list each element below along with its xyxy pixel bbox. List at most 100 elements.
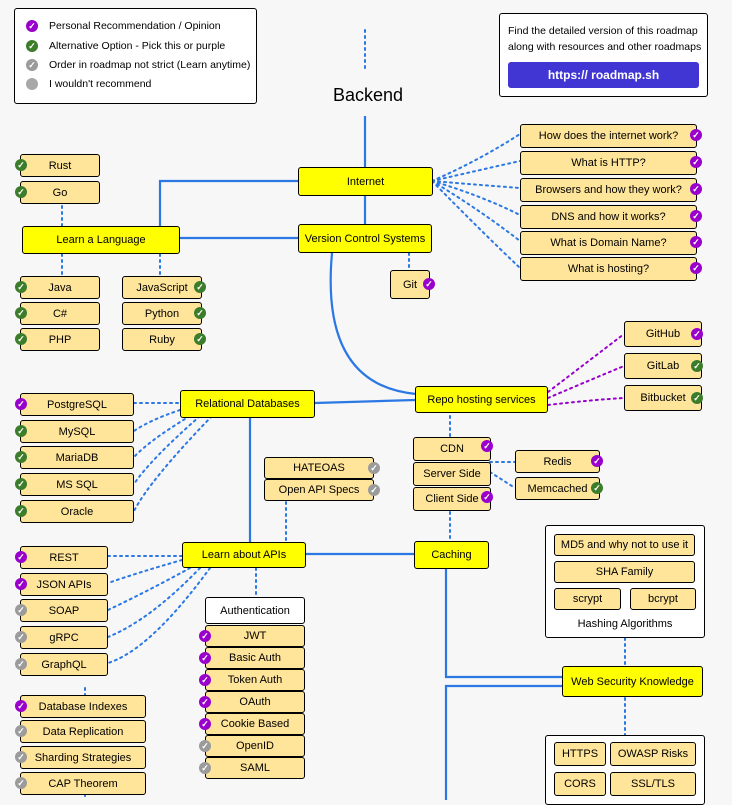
openapi-check-icon: ✓ xyxy=(368,484,380,496)
github-check-icon: ✓ xyxy=(691,328,703,340)
https-node[interactable]: HTTPS xyxy=(554,742,606,766)
owasp-node[interactable]: OWASP Risks xyxy=(610,742,696,766)
java-check-icon: ✓ xyxy=(15,281,27,293)
legend-personal-icon: ✓ xyxy=(26,20,38,32)
browsers-node[interactable]: Browsers and how they work? xyxy=(520,178,697,202)
database-indexes-node[interactable]: Database Indexes xyxy=(20,695,146,718)
learn-language-node[interactable]: Learn a Language xyxy=(22,226,180,254)
rest-node[interactable]: REST xyxy=(20,546,108,569)
ruby-node[interactable]: Ruby xyxy=(122,328,202,351)
python-node[interactable]: Python xyxy=(122,302,202,325)
mysql-node[interactable]: MySQL xyxy=(20,420,134,443)
dns-node[interactable]: DNS and how it works? xyxy=(520,205,697,229)
domain-name-node[interactable]: What is Domain Name? xyxy=(520,231,697,255)
relational-databases-node[interactable]: Relational Databases xyxy=(180,390,315,418)
redis-check-icon: ✓ xyxy=(591,455,603,467)
http-check-icon: ✓ xyxy=(690,156,702,168)
mysql-check-icon: ✓ xyxy=(15,425,27,437)
bitbucket-node[interactable]: Bitbucket xyxy=(624,385,702,411)
authentication-node[interactable]: Authentication xyxy=(205,597,305,624)
memcached-node[interactable]: Memcached xyxy=(515,477,600,500)
csharp-node[interactable]: C# xyxy=(20,302,100,325)
oauth-check-icon: ✓ xyxy=(199,696,211,708)
go-node[interactable]: Go xyxy=(20,181,100,204)
grpc-node[interactable]: gRPC xyxy=(20,626,108,649)
git-node[interactable]: Git xyxy=(390,270,430,299)
redis-node[interactable]: Redis xyxy=(515,450,600,473)
legend-panel xyxy=(14,8,257,104)
open-api-specs-node[interactable]: Open API Specs xyxy=(264,479,374,501)
rust-node[interactable]: Rust xyxy=(20,154,100,177)
legend-order-icon: ✓ xyxy=(26,59,38,71)
json-apis-node[interactable]: JSON APIs xyxy=(20,573,108,596)
gitlab-node[interactable]: GitLab xyxy=(624,353,702,379)
cors-node[interactable]: CORS xyxy=(554,772,606,796)
client-side-check-icon: ✓ xyxy=(481,491,493,503)
csharp-check-icon: ✓ xyxy=(15,307,27,319)
what-is-http-node[interactable]: What is HTTP? xyxy=(520,151,697,175)
go-check-icon: ✓ xyxy=(15,186,27,198)
web-security-node[interactable]: Web Security Knowledge xyxy=(562,666,703,697)
postgresql-check-icon: ✓ xyxy=(15,398,27,410)
internet-node[interactable]: Internet xyxy=(298,167,433,196)
bcrypt-node[interactable]: bcrypt xyxy=(630,588,696,610)
git-check-icon: ✓ xyxy=(423,278,435,290)
legend-order-label: Order in roadmap not strict (Learn anyti… xyxy=(49,59,251,71)
data-replication-node[interactable]: Data Replication xyxy=(20,720,146,743)
memcached-check-icon: ✓ xyxy=(591,482,603,494)
saml-node[interactable]: SAML xyxy=(205,757,305,779)
token-auth-node[interactable]: Token Auth xyxy=(205,669,305,691)
page-title: Backend xyxy=(333,85,404,105)
saml-check-icon: ✓ xyxy=(199,762,211,774)
legend-alternative-label: Alternative Option - Pick this or purple xyxy=(49,40,226,52)
openid-node[interactable]: OpenID xyxy=(205,735,305,757)
soap-node[interactable]: SOAP xyxy=(20,599,108,622)
postgresql-node[interactable]: PostgreSQL xyxy=(20,393,134,416)
openid-check-icon: ✓ xyxy=(199,740,211,752)
learn-apis-node[interactable]: Learn about APIs xyxy=(182,542,306,568)
gitlab-check-icon: ✓ xyxy=(691,360,703,372)
graphql-check-icon: ✓ xyxy=(15,658,27,670)
java-node[interactable]: Java xyxy=(20,276,100,299)
php-check-icon: ✓ xyxy=(15,333,27,345)
mariadb-check-icon: ✓ xyxy=(15,451,27,463)
mssql-node[interactable]: MS SQL xyxy=(20,473,134,496)
legend-personal-label: Personal Recommendation / Opinion xyxy=(49,20,221,32)
scrypt-node[interactable]: scrypt xyxy=(554,588,621,610)
mssql-check-icon: ✓ xyxy=(15,478,27,490)
rest-check-icon: ✓ xyxy=(15,551,27,563)
dns-check-icon: ✓ xyxy=(690,210,702,222)
jwt-check-icon: ✓ xyxy=(199,630,211,642)
php-node[interactable]: PHP xyxy=(20,328,100,351)
hosting-node[interactable]: What is hosting? xyxy=(520,257,697,281)
sharding-strategies-node[interactable]: Sharding Strategies xyxy=(20,746,146,769)
repo-hosting-node[interactable]: Repo hosting services xyxy=(415,386,548,413)
md5-node[interactable]: MD5 and why not to use it xyxy=(554,534,695,556)
hateoas-node[interactable]: HATEOAS xyxy=(264,457,374,479)
legend-not-recommended-icon xyxy=(26,78,38,90)
ssl-tls-node[interactable]: SSL/TLS xyxy=(610,772,696,796)
sha-family-node[interactable]: SHA Family xyxy=(554,561,695,583)
bitbucket-check-icon: ✓ xyxy=(691,392,703,404)
caching-node[interactable]: Caching xyxy=(414,541,489,569)
cookie-based-node[interactable]: Cookie Based xyxy=(205,713,305,735)
oracle-node[interactable]: Oracle xyxy=(20,500,134,523)
roadmap-link-button[interactable]: https:// roadmap.sh xyxy=(508,62,699,88)
info-text-line2: along with resources and other roadmaps xyxy=(508,41,702,53)
python-check-icon: ✓ xyxy=(194,307,206,319)
cdn-node[interactable]: CDN xyxy=(413,437,491,461)
server-side-node[interactable]: Server Side xyxy=(413,462,491,486)
database-indexes-check-icon: ✓ xyxy=(15,700,27,712)
how-internet-works-node[interactable]: How does the internet work? xyxy=(520,124,697,148)
graphql-node[interactable]: GraphQL xyxy=(20,653,108,676)
basic-auth-node[interactable]: Basic Auth xyxy=(205,647,305,669)
oracle-check-icon: ✓ xyxy=(15,505,27,517)
mariadb-node[interactable]: MariaDB xyxy=(20,446,134,469)
github-node[interactable]: GitHub xyxy=(624,321,702,347)
javascript-node[interactable]: JavaScript xyxy=(122,276,202,299)
version-control-node[interactable]: Version Control Systems xyxy=(298,224,432,253)
cap-theorem-node[interactable]: CAP Theorem xyxy=(20,772,146,795)
client-side-node[interactable]: Client Side xyxy=(413,487,491,511)
oauth-node[interactable]: OAuth xyxy=(205,691,305,713)
jwt-node[interactable]: JWT xyxy=(205,625,305,647)
